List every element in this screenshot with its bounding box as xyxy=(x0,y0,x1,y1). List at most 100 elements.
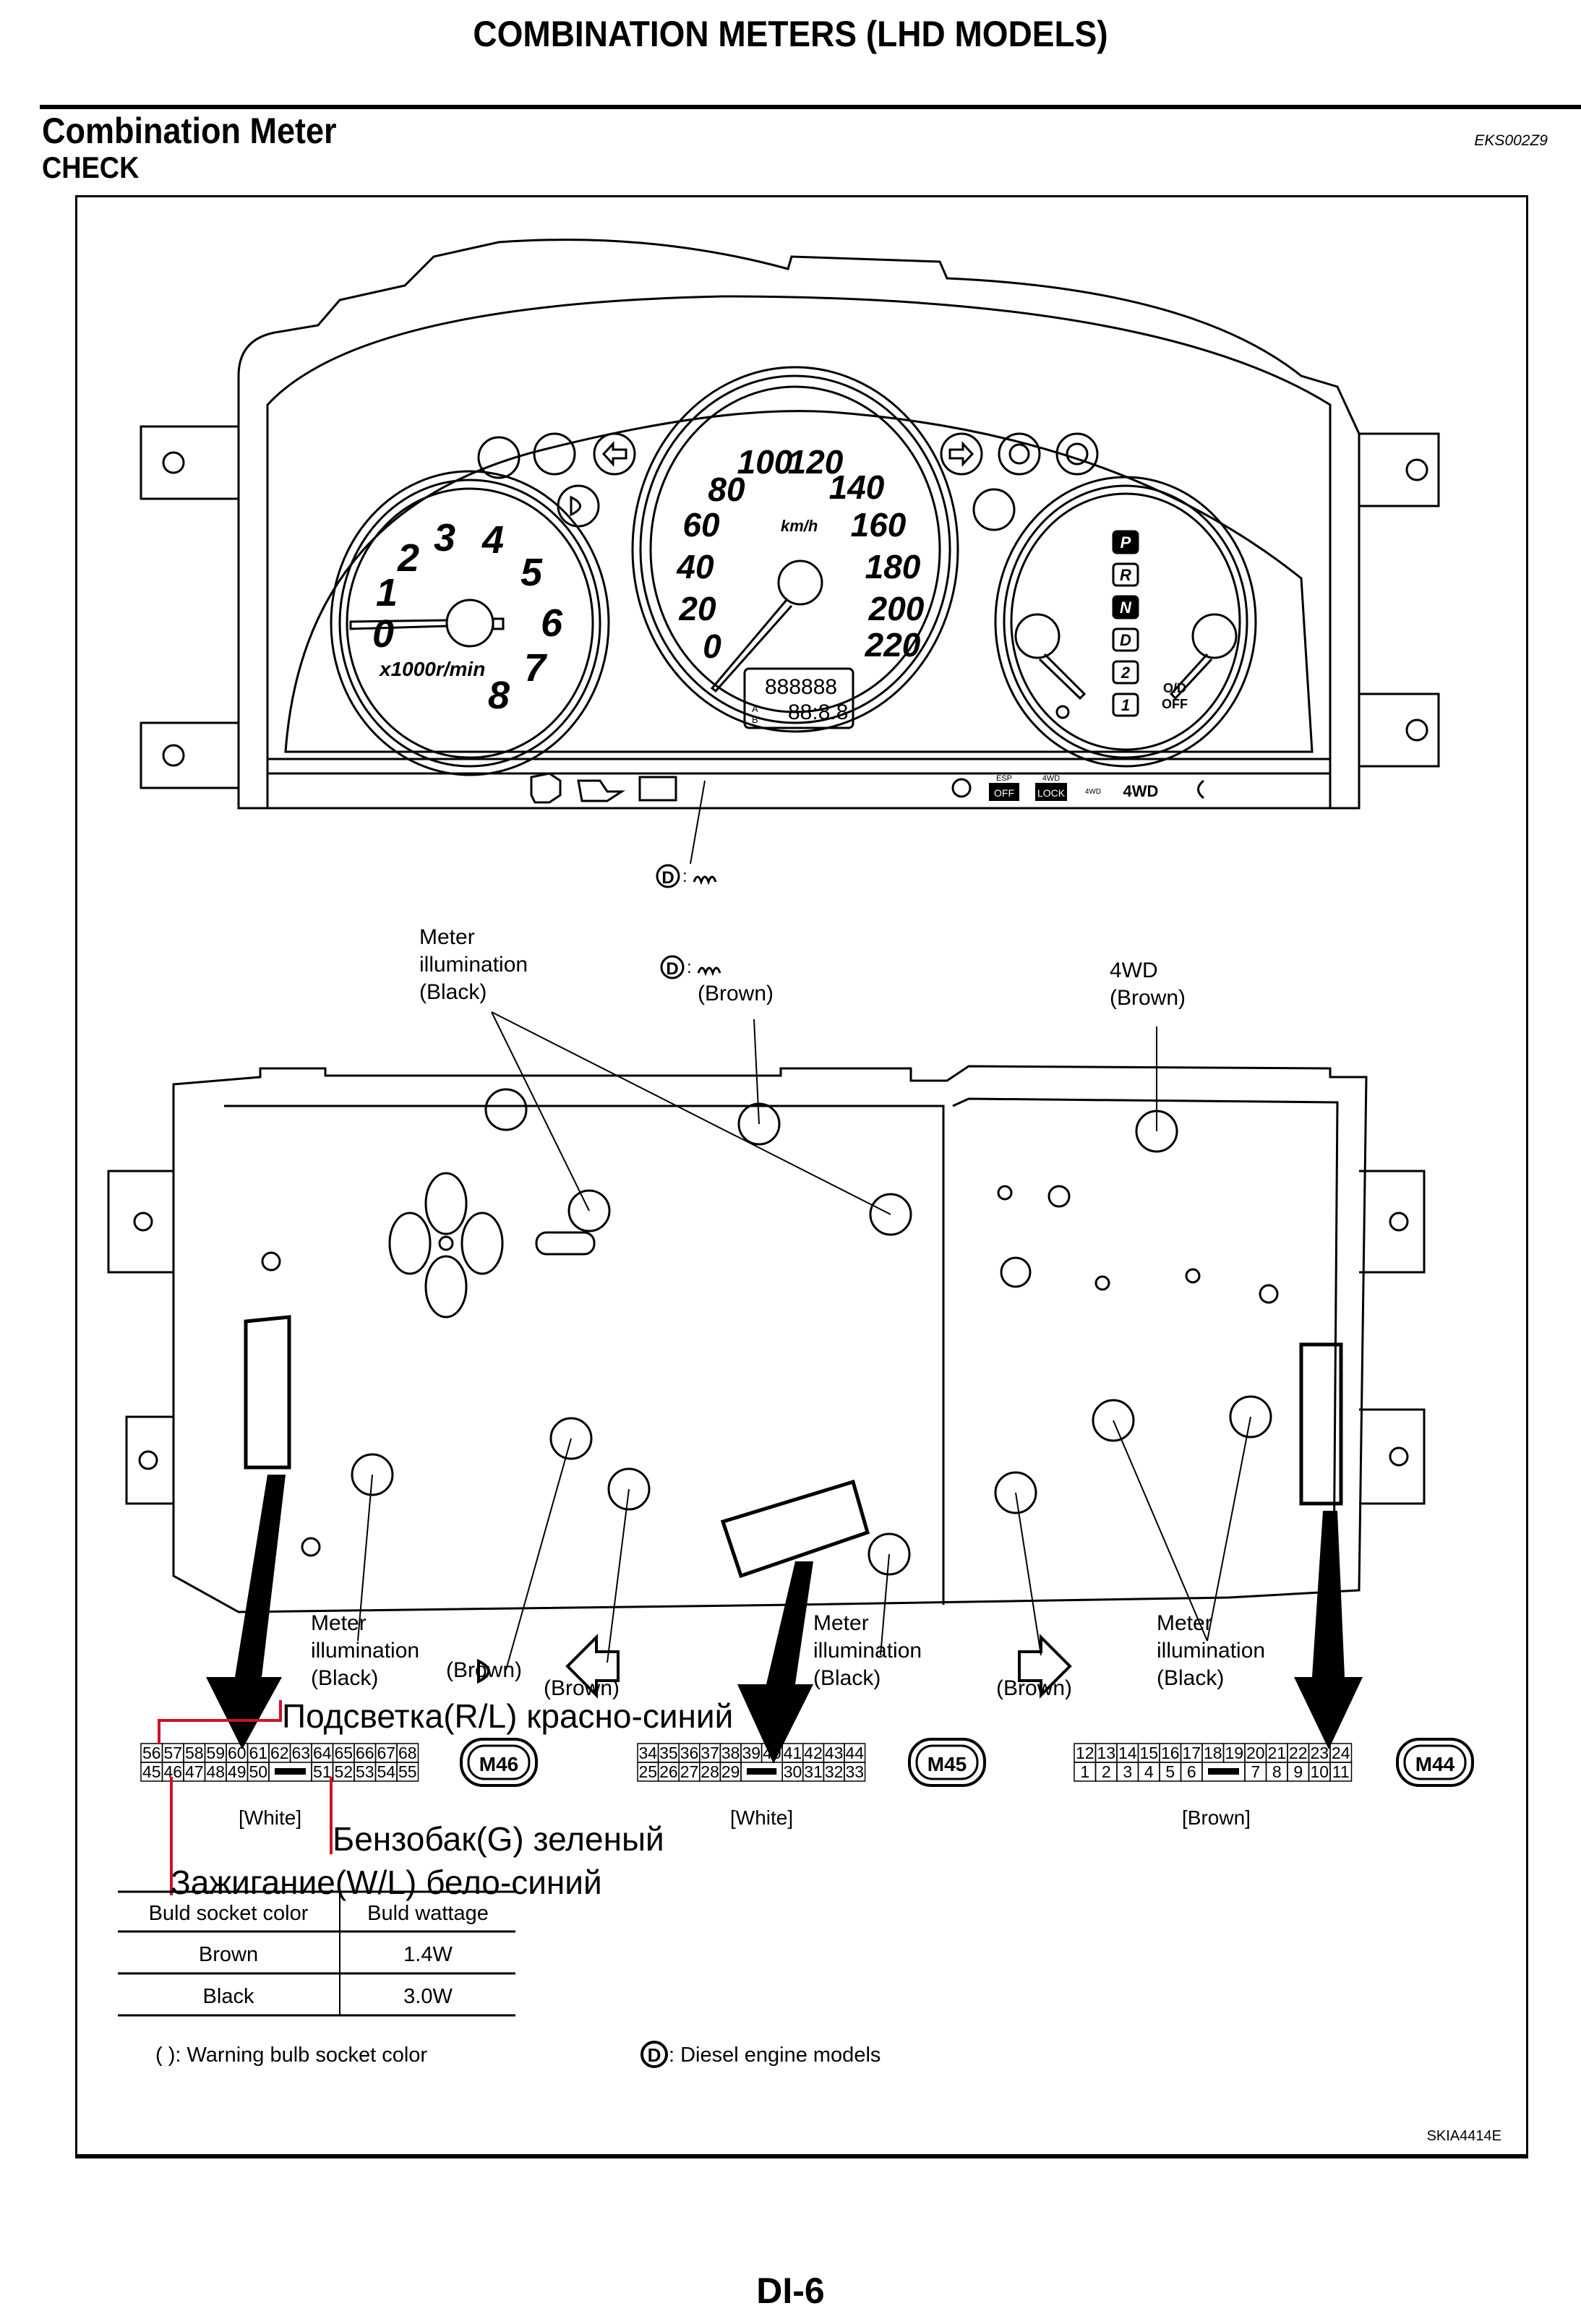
pin-number: 49 xyxy=(228,1762,247,1781)
turn-right-icon xyxy=(1018,1634,1072,1699)
shift-r: R xyxy=(1120,566,1131,584)
svg-text:ESP: ESP xyxy=(996,774,1012,783)
ignition-annotation: Зажигание(W/L) бело-синий xyxy=(171,1864,602,1901)
svg-text:(Brown): (Brown) xyxy=(1110,986,1186,1010)
pin-number: 6 xyxy=(1187,1762,1196,1781)
pin-number: 53 xyxy=(356,1762,374,1781)
tacho-num-8: 8 xyxy=(488,674,510,717)
tacho-num-6: 6 xyxy=(541,601,563,645)
pin-number: 8 xyxy=(1272,1762,1282,1781)
svg-text:Meter: Meter xyxy=(311,1611,367,1635)
svg-text:D: D xyxy=(661,868,674,888)
page-title: COMBINATION METERS (LHD MODELS) xyxy=(473,14,1108,54)
pin-number: 44 xyxy=(846,1744,865,1762)
svg-text:(Black): (Black) xyxy=(311,1666,378,1690)
svg-text:illumination: illumination xyxy=(311,1639,419,1663)
tacho-num-7: 7 xyxy=(524,646,548,690)
pin-number: 41 xyxy=(784,1744,802,1762)
battery-icon xyxy=(638,776,677,802)
speedo-num-160: 160 xyxy=(851,506,907,544)
pin-number: 43 xyxy=(825,1744,844,1762)
diesel-glow-leader xyxy=(690,780,706,865)
svg-text:Meter: Meter xyxy=(813,1611,869,1635)
pin-number: 59 xyxy=(206,1744,225,1762)
table-cell: Brown xyxy=(199,1943,258,1966)
legend-diesel: : Diesel engine models xyxy=(669,2044,881,2067)
pin-number: 19 xyxy=(1225,1744,1243,1762)
pin-number: 21 xyxy=(1267,1744,1286,1762)
svg-text:(Black): (Black) xyxy=(1157,1666,1224,1690)
tacho-num-4: 4 xyxy=(481,518,504,562)
speedometer-numbers: 0 20 40 60 80 100 120 140 160 180 200 22… xyxy=(676,443,924,725)
shift-2: 2 xyxy=(1121,664,1131,682)
svg-text:4WD: 4WD xyxy=(1110,959,1158,982)
pin-number: 40 xyxy=(763,1744,781,1762)
shift-d: D xyxy=(1120,631,1131,649)
tacho-unit-label: x1000r/min xyxy=(378,658,485,680)
pin-number: 64 xyxy=(313,1744,332,1762)
reference-code: EKS002Z9 xyxy=(1474,132,1548,149)
tachometer xyxy=(330,470,610,776)
tacho-num-3: 3 xyxy=(434,516,455,559)
oil-pressure-icon xyxy=(577,779,626,802)
rear-fog-icon xyxy=(1197,779,1204,799)
svg-text:(Brown): (Brown) xyxy=(698,982,774,1006)
m45-housing xyxy=(720,1479,870,1579)
pin-number: 1 xyxy=(1080,1762,1089,1781)
front-cluster-housing xyxy=(140,239,1440,810)
pin-number: 46 xyxy=(163,1762,182,1781)
figure-id: SKIA4414E xyxy=(1426,2128,1501,2144)
door-ajar-icon xyxy=(972,488,1016,531)
connector-badge-outer xyxy=(908,1738,986,1787)
high-beam-socket xyxy=(549,1417,593,1460)
connector-pointer-arrows xyxy=(206,1475,1363,1764)
temp-needle-hub xyxy=(1191,613,1238,659)
pin-number: 30 xyxy=(784,1762,802,1781)
speedo-num-100: 100 xyxy=(737,443,793,481)
pin-number: 15 xyxy=(1139,1744,1158,1762)
tachometer-numbers: 0 1 2 3 4 5 6 7 8 x1000r/min xyxy=(372,516,563,717)
speedo-num-80: 80 xyxy=(708,471,745,508)
connector-id: M46 xyxy=(479,1753,518,1775)
od-label: O/D xyxy=(1163,681,1186,695)
svg-text:(Black): (Black) xyxy=(813,1666,881,1690)
pin-number: 52 xyxy=(334,1762,353,1781)
legend: ( ): Warning bulb socket color D : Diese… xyxy=(155,2041,881,2068)
speedo-unit-label: km/h xyxy=(781,517,818,535)
pin-number: 28 xyxy=(700,1762,719,1781)
pin-number: 34 xyxy=(639,1744,658,1762)
speedo-num-40: 40 xyxy=(676,548,714,586)
pin-number: 26 xyxy=(659,1762,678,1781)
pin-number: 18 xyxy=(1204,1744,1222,1762)
speedo-num-120: 120 xyxy=(788,443,844,481)
connector-color-label: [White] xyxy=(730,1806,793,1829)
section-title: Combination Meter xyxy=(42,111,337,151)
speedo-num-220: 220 xyxy=(865,626,921,664)
m44-housing xyxy=(1299,1342,1343,1506)
shift-n: N xyxy=(1120,599,1132,617)
pin-number: 25 xyxy=(639,1762,658,1781)
legend-warning-socket: ( ): Warning bulb socket color xyxy=(155,2044,427,2067)
connector-id: M45 xyxy=(927,1753,967,1775)
pin-number: 42 xyxy=(804,1744,823,1762)
pin-number: 51 xyxy=(313,1762,332,1781)
illumination-socket xyxy=(1229,1395,1272,1438)
pin-number: 17 xyxy=(1182,1744,1201,1762)
svg-text:illumination: illumination xyxy=(1157,1639,1265,1663)
pin-number: 9 xyxy=(1293,1762,1303,1781)
airbag-warning-icon xyxy=(533,432,576,476)
pin-number: 68 xyxy=(398,1744,417,1762)
connector-color-label: [Brown] xyxy=(1182,1806,1251,1829)
pin-number: 31 xyxy=(804,1762,823,1781)
pin-number: 11 xyxy=(1332,1762,1350,1781)
trip-b-label: B xyxy=(752,714,758,725)
pin-cell xyxy=(844,1762,866,1782)
shift-indicator-letters: P R N D 2 1 O/D OFF xyxy=(1120,533,1188,714)
pin-number: 39 xyxy=(742,1744,761,1762)
pin-number: 66 xyxy=(356,1744,374,1762)
svg-text:(Brown): (Brown) xyxy=(446,1658,522,1682)
turn-left-socket xyxy=(607,1467,651,1511)
speedo-num-140: 140 xyxy=(829,468,885,506)
trip-readout: 88:8.8 xyxy=(788,700,848,724)
